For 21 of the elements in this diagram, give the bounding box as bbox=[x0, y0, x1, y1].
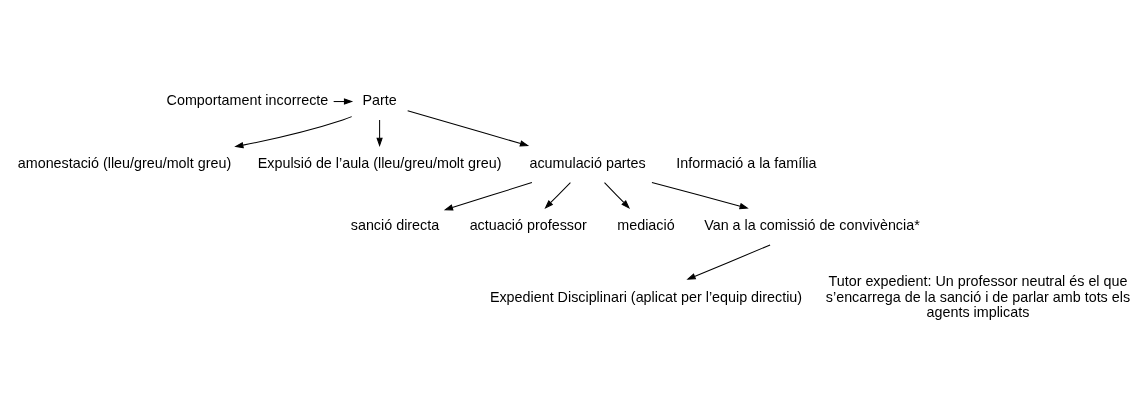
node-text: sanció directa bbox=[350, 217, 440, 234]
arrow bbox=[234, 116, 353, 149]
arrow bbox=[686, 244, 771, 280]
arrow bbox=[376, 119, 383, 147]
arrow bbox=[443, 182, 533, 211]
node-text: Comportament incorrecte bbox=[166, 92, 329, 109]
node-text: Expulsió de l’aula (lleu/greu/molt greu) bbox=[257, 154, 502, 171]
node-text: Van a la comissió de convivència* bbox=[704, 217, 920, 234]
node-text: mediació bbox=[617, 217, 675, 234]
label: Informació a la família bbox=[676, 154, 817, 171]
arrow bbox=[407, 110, 530, 147]
node-text: acumulació partes bbox=[529, 154, 646, 171]
label: Tutor expedient: Un professor neutral és el que s’encarrega de la sanció i de parlar amb tots els agents implicats bbox=[825, 273, 1131, 320]
arrow bbox=[604, 182, 630, 209]
arrow bbox=[651, 181, 749, 210]
node-text: Parte bbox=[362, 92, 397, 109]
node-text: Expedient Disciplinari (aplicat per l’equip directiu) bbox=[489, 288, 803, 305]
arrow bbox=[544, 182, 571, 209]
node-text: actuació professor bbox=[469, 217, 587, 234]
arrow bbox=[333, 98, 354, 105]
node-text: amonestació (lleu/greu/molt greu) bbox=[17, 154, 232, 171]
